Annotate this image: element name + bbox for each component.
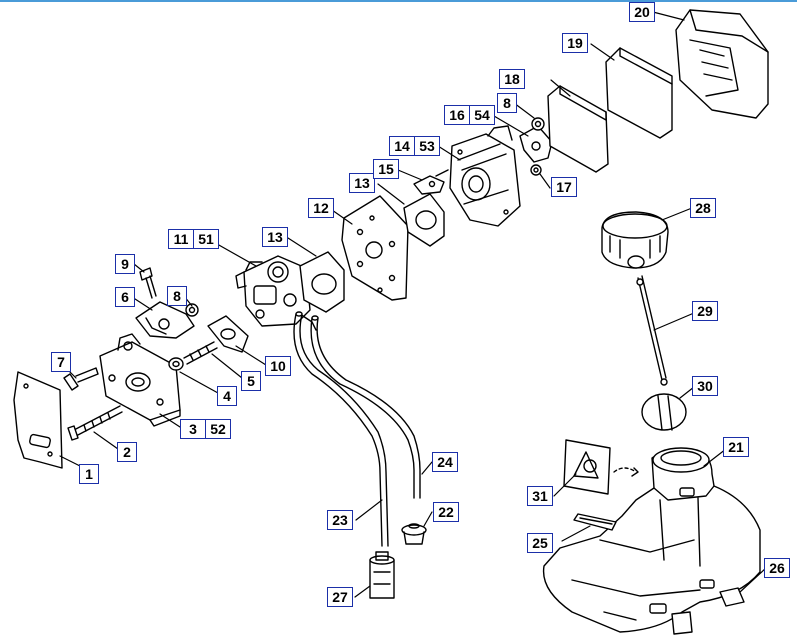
- callout-52[interactable]: 52: [205, 420, 230, 438]
- part-5-stud: [183, 341, 218, 365]
- callout-51[interactable]: 51: [193, 230, 218, 248]
- callout-23[interactable]: 23: [327, 510, 353, 530]
- callout-4[interactable]: 4: [217, 386, 237, 406]
- callout-13-upper[interactable]: 13: [349, 173, 375, 193]
- callout-1[interactable]: 1: [79, 464, 99, 484]
- part-31-warning-decal: [563, 439, 639, 495]
- callout-16-54[interactable]: 16 54: [444, 105, 495, 125]
- part-23-fuel-hose: [293, 311, 389, 547]
- part-8-nut-upper: [531, 117, 545, 131]
- callout-19[interactable]: 19: [562, 33, 588, 53]
- callout-31[interactable]: 31: [527, 486, 553, 506]
- callout-25[interactable]: 25: [527, 533, 553, 553]
- callout-30[interactable]: 30: [692, 376, 718, 396]
- part-20-filter-cover: [675, 9, 769, 119]
- part-3-manifold-block: [99, 333, 181, 427]
- part-1-gasket-plate: [13, 371, 63, 469]
- callout-29[interactable]: 29: [692, 301, 718, 321]
- part-22-grommet: [401, 523, 427, 545]
- callout-16[interactable]: 16: [449, 107, 465, 123]
- part-18-pre-filter: [547, 85, 609, 173]
- callout-2[interactable]: 2: [117, 442, 137, 462]
- part-6-bracket: [135, 301, 195, 339]
- callout-28[interactable]: 28: [690, 198, 716, 218]
- callout-17[interactable]: 17: [551, 177, 577, 197]
- part-21-fuel-tank: [542, 447, 761, 633]
- callout-9[interactable]: 9: [115, 254, 135, 274]
- callout-14[interactable]: 14: [394, 138, 410, 154]
- part-13-gasket-upper: [403, 193, 445, 247]
- part-13-gasket-lower: [299, 251, 345, 313]
- callout-54[interactable]: 54: [469, 106, 494, 124]
- callout-21[interactable]: 21: [723, 437, 749, 457]
- part-29-retainer-cord: [636, 275, 668, 386]
- callout-18[interactable]: 18: [499, 69, 525, 89]
- callout-8-lower[interactable]: 8: [167, 286, 187, 306]
- part-10-gasket: [207, 315, 249, 353]
- callout-24[interactable]: 24: [432, 452, 458, 472]
- part-24-return-hose: [310, 315, 421, 499]
- callout-3-52[interactable]: 3 52: [180, 419, 231, 439]
- part-25-damper: [573, 513, 617, 531]
- callout-11[interactable]: 11: [173, 231, 189, 247]
- callout-20[interactable]: 20: [629, 2, 655, 22]
- callout-14-53[interactable]: 14 53: [389, 136, 440, 156]
- callout-7[interactable]: 7: [51, 352, 71, 372]
- part-11-carburetor: [235, 255, 317, 331]
- part-9-screw: [139, 267, 157, 299]
- callout-3[interactable]: 3: [189, 421, 197, 437]
- callout-13-lower[interactable]: 13: [262, 227, 288, 247]
- part-26-rubber-foot: [671, 587, 745, 635]
- callout-5[interactable]: 5: [241, 371, 261, 391]
- callout-10[interactable]: 10: [265, 356, 291, 376]
- part-19-filter-element: [605, 47, 673, 139]
- callout-22[interactable]: 22: [433, 502, 459, 522]
- callout-8-upper[interactable]: 8: [497, 93, 517, 113]
- part-14-filter-housing: [449, 125, 521, 227]
- part-16-clip: [519, 125, 553, 163]
- callout-53[interactable]: 53: [414, 137, 439, 155]
- part-8-nut-lower: [185, 303, 199, 317]
- callout-15[interactable]: 15: [373, 159, 399, 179]
- callout-12[interactable]: 12: [308, 198, 334, 218]
- part-4-washer: [168, 357, 184, 371]
- part-30-cap-seal: [641, 393, 687, 431]
- part-27-pickup-filter: [369, 551, 395, 599]
- top-accent-line: [0, 0, 797, 2]
- callout-26[interactable]: 26: [764, 558, 790, 578]
- part-17-nut: [530, 164, 542, 176]
- part-15-choke-lever: [413, 169, 449, 195]
- part-12-base-plate: [341, 195, 409, 301]
- callout-27[interactable]: 27: [327, 587, 353, 607]
- callout-6[interactable]: 6: [115, 287, 135, 307]
- part-28-tank-cap: [601, 211, 669, 269]
- part-7-screw: [63, 367, 99, 391]
- part-2-long-screw: [67, 405, 123, 441]
- callout-11-51[interactable]: 11 51: [168, 229, 219, 249]
